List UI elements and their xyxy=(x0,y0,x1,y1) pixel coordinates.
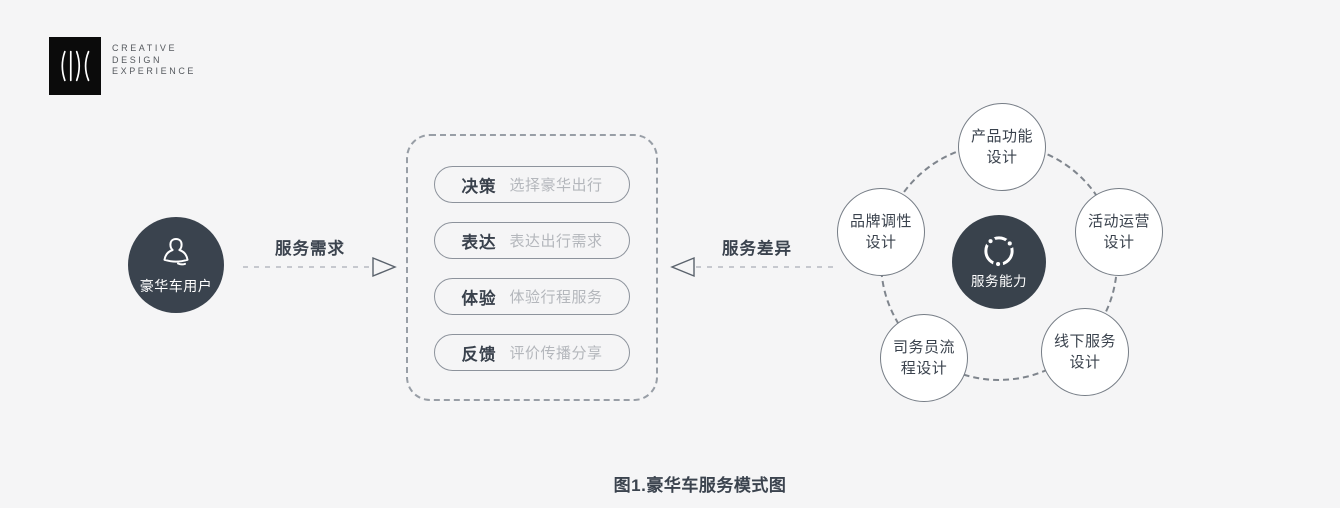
node-line1: 产品功能 xyxy=(970,128,1033,145)
journey-step-feedback: 反馈 评价传播分享 xyxy=(434,334,630,371)
user-icon xyxy=(163,238,189,266)
step-title: 体验 xyxy=(461,289,497,308)
step-desc: 表达出行需求 xyxy=(509,233,603,250)
journey-step-express: 表达 表达出行需求 xyxy=(434,222,630,259)
cdc-logo-mark-icon xyxy=(49,37,101,95)
node-line1: 活动运营 xyxy=(1087,213,1150,230)
service-network-icon xyxy=(984,235,1015,267)
journey-steps-box: 决策 选择豪华出行 表达 表达出行需求 体验 体验行程服务 反馈 评价传播分享 xyxy=(406,134,658,401)
logo-glyphs-icon xyxy=(61,50,90,82)
capability-node-offline-service: 线下服务 设计 xyxy=(1041,308,1129,396)
cdc-logo: CREATIVE DESIGN EXPERIENCE xyxy=(49,37,196,95)
step-title: 决策 xyxy=(461,177,497,196)
capability-node-brand-tonality: 品牌调性 设计 xyxy=(837,188,925,276)
luxury-car-user-node: 豪华车用户 xyxy=(128,217,224,313)
service-capability-hub: 服务能力 xyxy=(952,215,1046,309)
logo-word-line3: EXPERIENCE xyxy=(112,66,197,76)
capability-node-activity-operation: 活动运营 设计 xyxy=(1075,188,1163,276)
capability-node-product-function: 产品功能 设计 xyxy=(958,103,1046,191)
node-line1: 品牌调性 xyxy=(849,213,912,230)
user-node-label: 豪华车用户 xyxy=(139,278,213,294)
logo-wordmark: CREATIVE DESIGN EXPERIENCE xyxy=(112,43,196,78)
service-demand-arrow xyxy=(243,256,397,278)
node-line2: 设计 xyxy=(1103,234,1135,251)
step-title: 表达 xyxy=(461,233,497,252)
logo-word-line2: DESIGN xyxy=(112,54,163,65)
step-title: 反馈 xyxy=(461,345,497,364)
journey-step-experience: 体验 体验行程服务 xyxy=(434,278,630,315)
step-desc: 选择豪华出行 xyxy=(509,177,603,194)
service-difference-label: 服务差异 xyxy=(722,240,792,258)
capability-hub-label: 服务能力 xyxy=(971,273,1027,289)
figure-caption: 图1.豪华车服务模式图 xyxy=(613,476,787,495)
node-line2: 程设计 xyxy=(900,360,948,377)
step-desc: 体验行程服务 xyxy=(509,289,603,306)
node-line1: 司务员流 xyxy=(892,339,955,356)
step-desc: 评价传播分享 xyxy=(509,345,603,362)
service-demand-label: 服务需求 xyxy=(275,240,345,258)
node-line2: 设计 xyxy=(986,149,1018,166)
journey-step-decision: 决策 选择豪华出行 xyxy=(434,166,630,203)
node-line2: 设计 xyxy=(865,234,897,251)
node-line2: 设计 xyxy=(1069,354,1101,371)
service-difference-arrow xyxy=(670,256,836,278)
node-line1: 线下服务 xyxy=(1053,333,1116,350)
logo-word-line1: CREATIVE xyxy=(112,43,178,53)
capability-node-chauffeur-process: 司务员流 程设计 xyxy=(880,314,968,402)
